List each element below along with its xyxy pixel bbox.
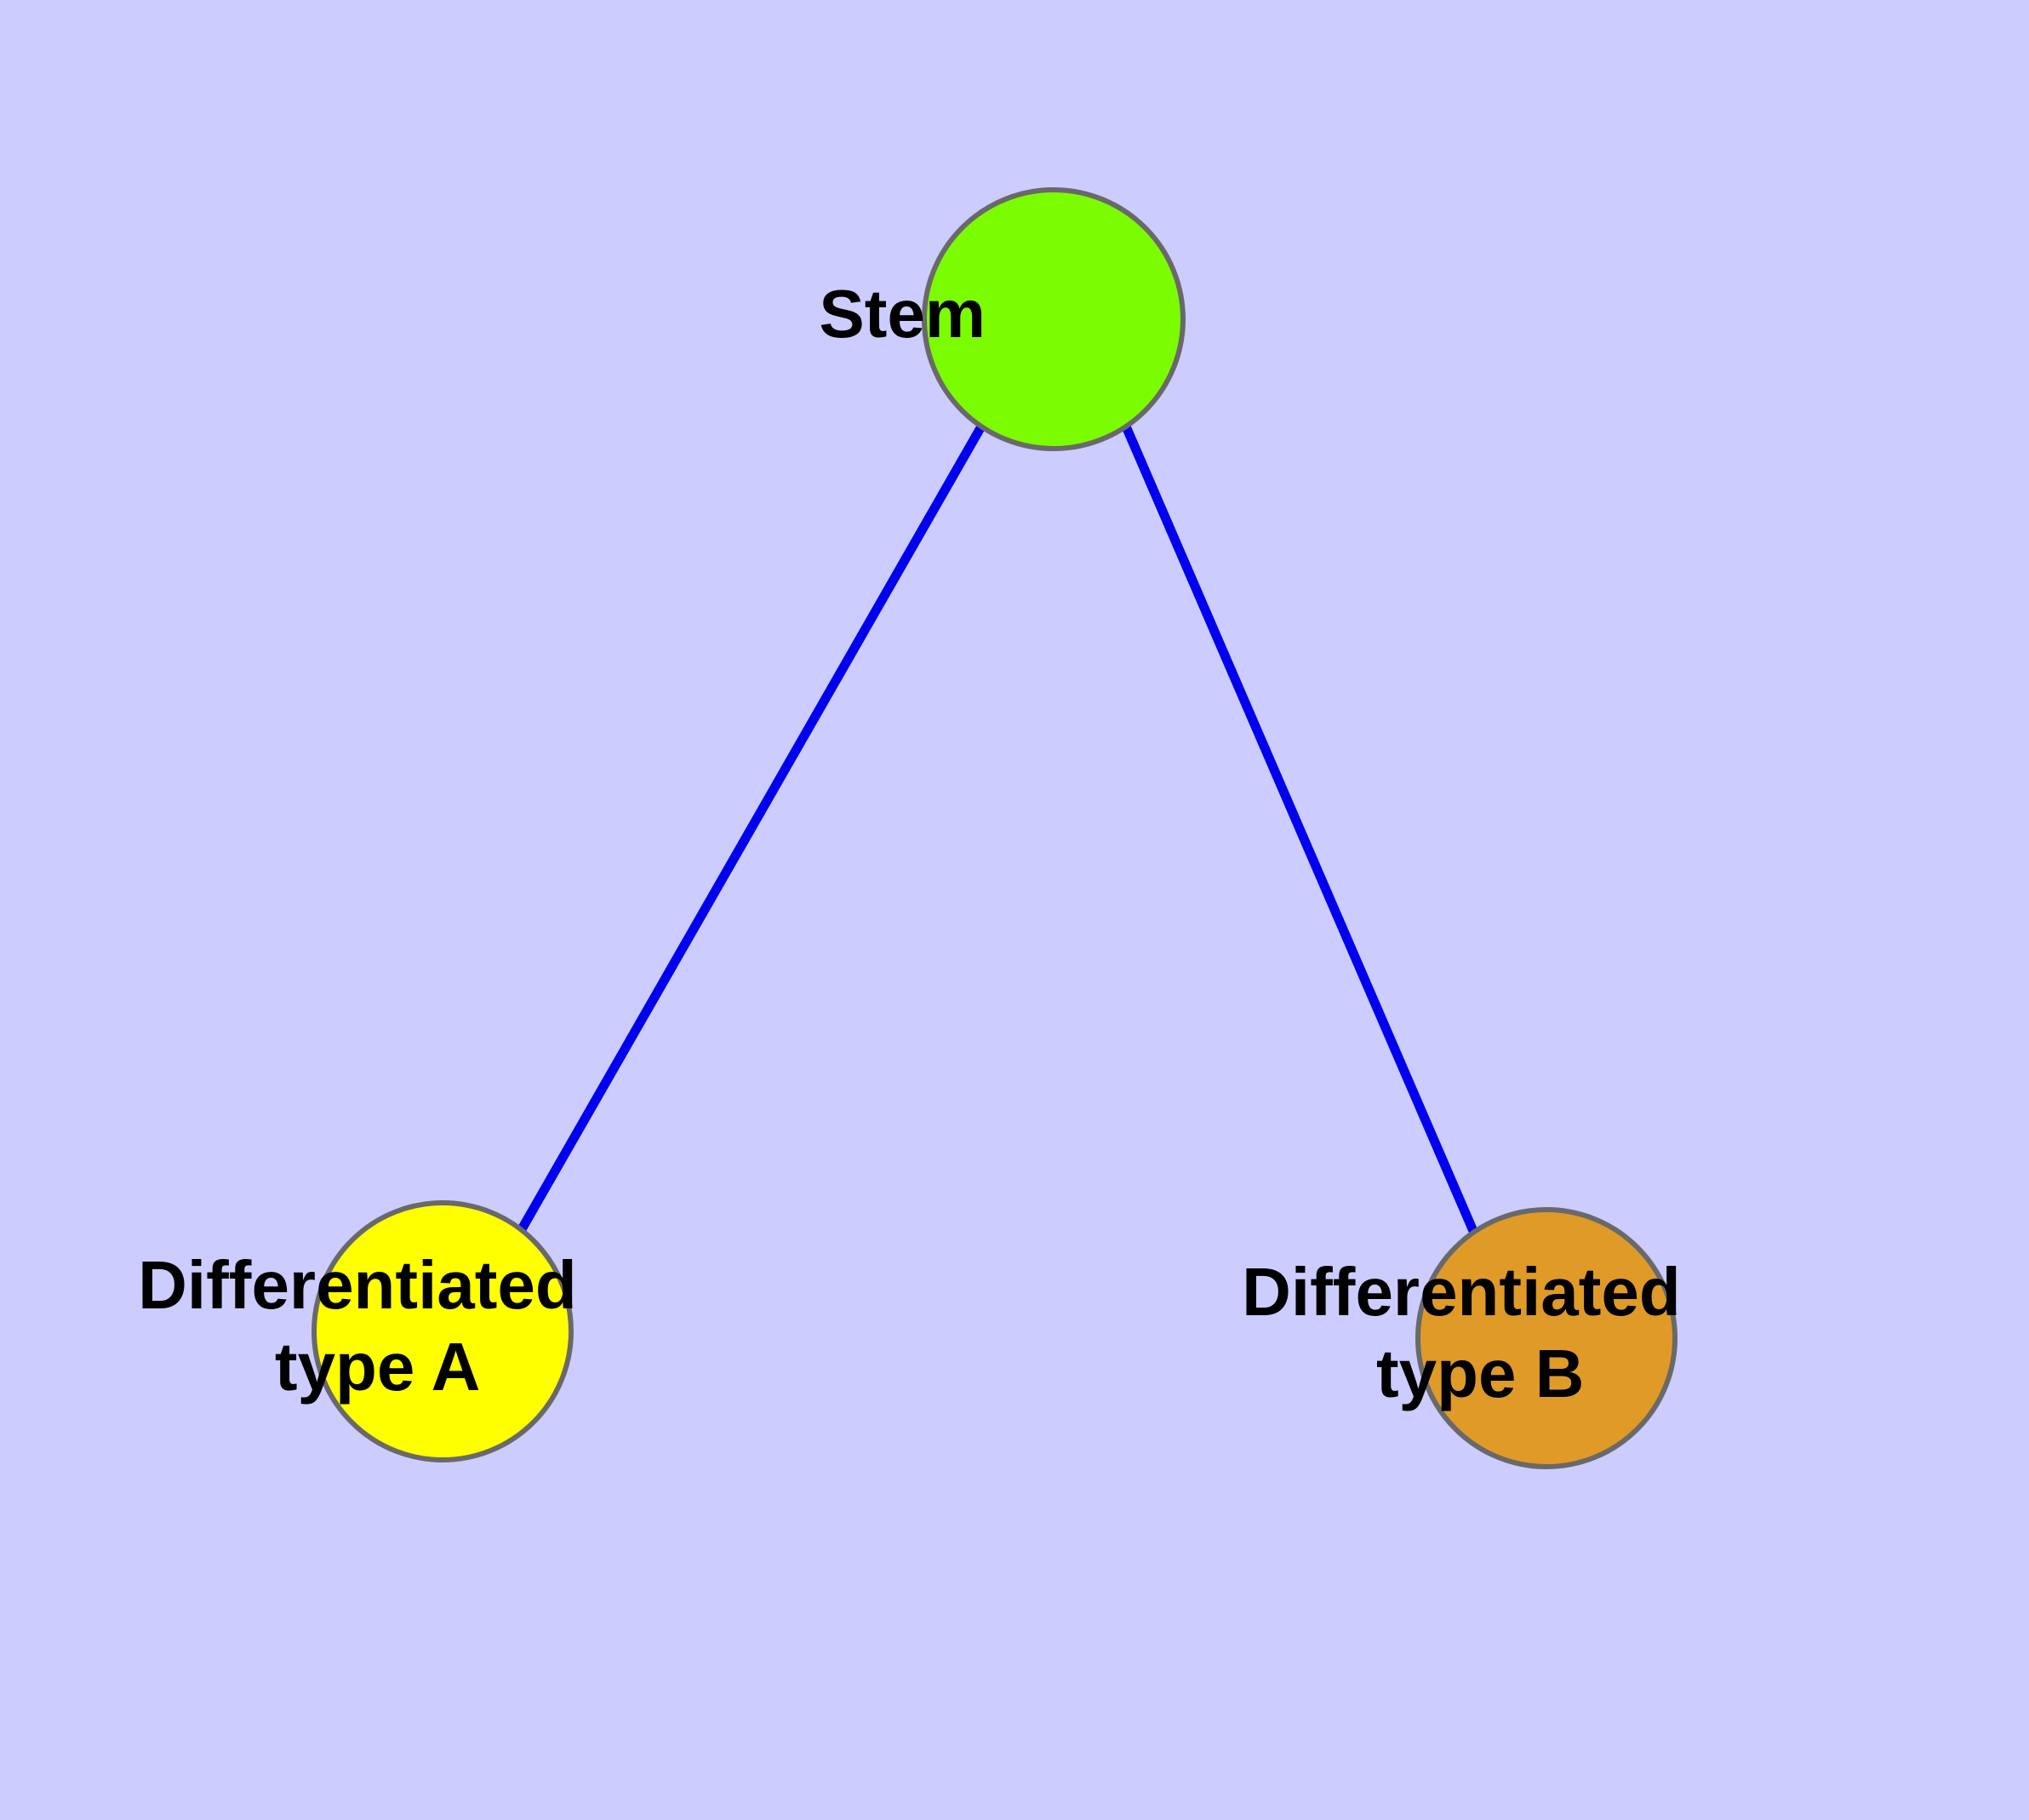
node-differentiated-type-a[interactable]: [311, 1200, 574, 1462]
edge-stem-to-type-a[interactable]: [517, 424, 986, 1232]
node-label-differentiated-type-a: Differentiated type A: [138, 0, 747, 1405]
label-layer: Stem Differentiated type A Differentiate…: [138, 0, 1851, 1411]
node-label-differentiated-type-b-line2: type B: [1376, 1336, 1585, 1411]
edge-layer: [517, 424, 1481, 1239]
node-label-differentiated-type-b: Differentiated type B: [1242, 0, 1851, 1411]
node-layer: [311, 187, 1677, 1469]
edge-stem-to-type-b[interactable]: [1121, 424, 1481, 1239]
node-differentiated-type-b[interactable]: [1415, 1207, 1677, 1469]
node-label-stem: Stem: [819, 0, 1288, 352]
node-label-differentiated-type-a-line1: Differentiated: [138, 1247, 577, 1323]
node-label-stem-line1: Stem: [819, 276, 986, 352]
node-stem[interactable]: [922, 187, 1186, 451]
node-label-differentiated-type-b-line1: Differentiated: [1242, 1254, 1681, 1330]
node-label-differentiated-type-a-line2: type A: [275, 1329, 479, 1405]
